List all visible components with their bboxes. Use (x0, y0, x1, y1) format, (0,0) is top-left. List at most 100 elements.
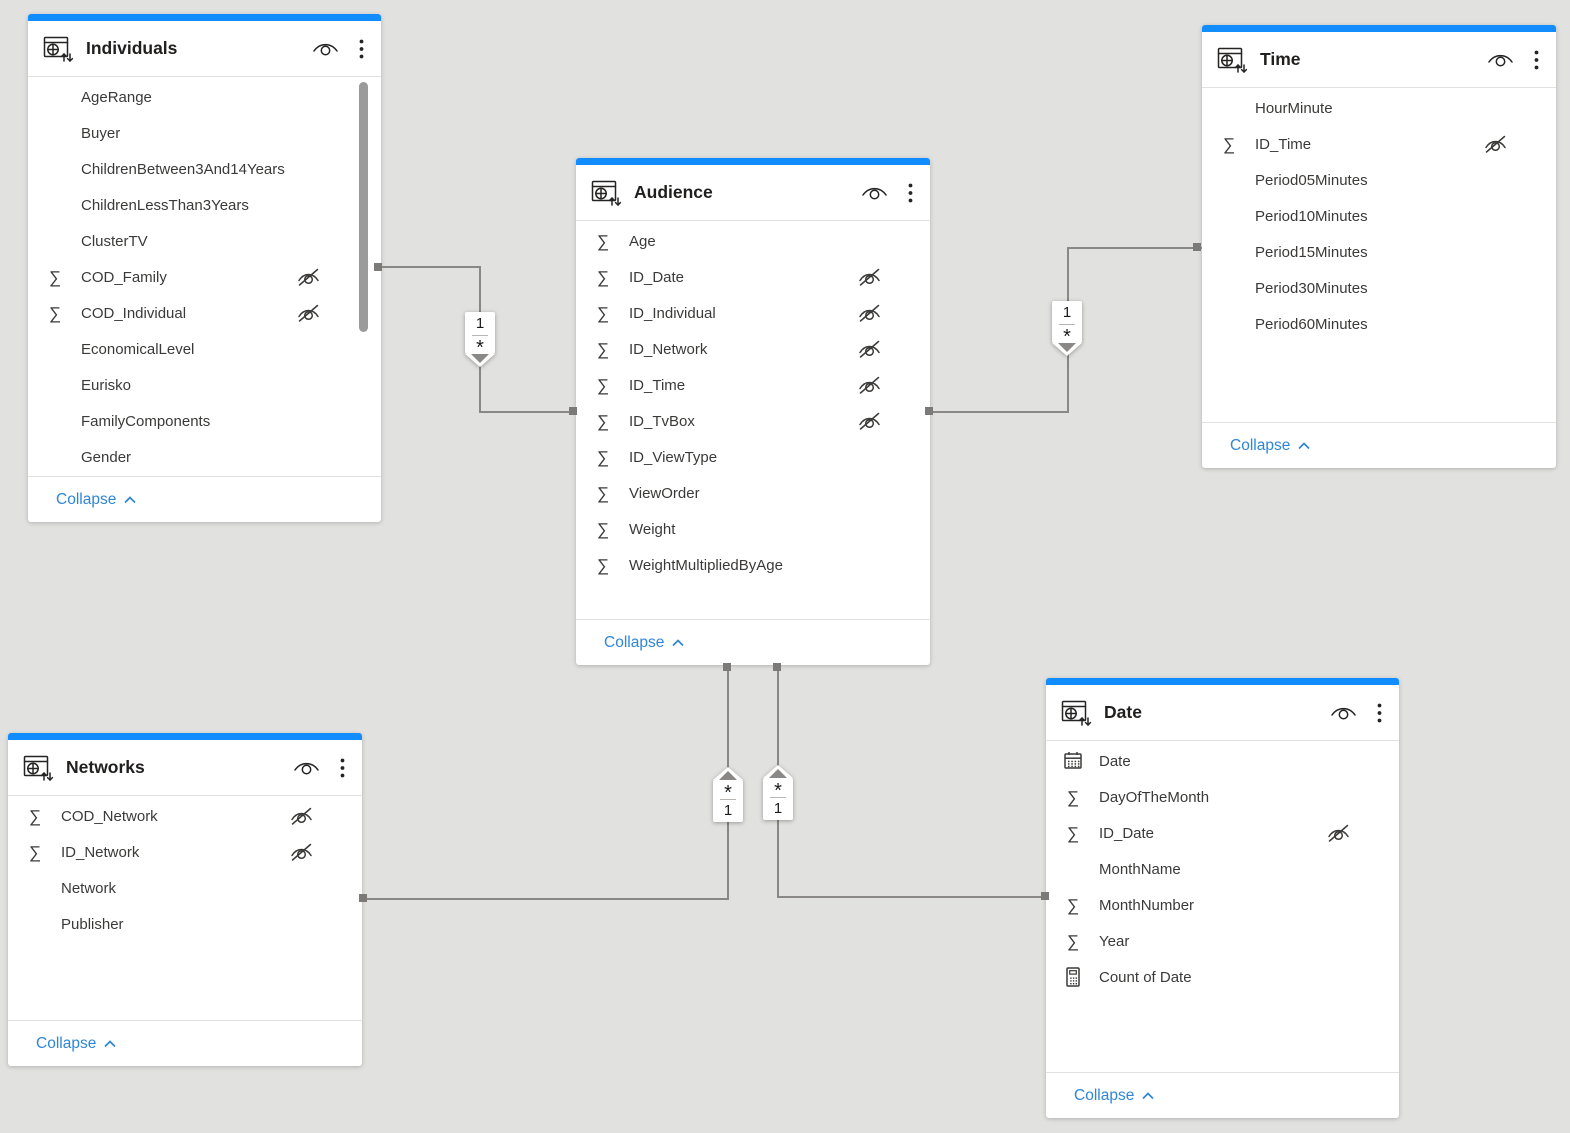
cardinality-badge[interactable]: 1 * (1052, 301, 1082, 356)
cardinality-badge[interactable]: * 1 (713, 767, 743, 822)
relationship-line[interactable] (381, 266, 480, 268)
kebab-glyph (1534, 50, 1539, 69)
field-row[interactable]: FamilyComponents (28, 403, 381, 439)
field-row[interactable]: ChildrenLessThan3Years (28, 187, 381, 223)
field-row[interactable]: ∑COD_Family (28, 259, 381, 295)
visibility-eye-icon[interactable] (861, 184, 888, 201)
field-row[interactable]: ClusterTV (28, 223, 381, 259)
eye-glyph (294, 762, 319, 775)
relationship-line[interactable] (1069, 247, 1202, 249)
collapse-button[interactable]: Collapse (604, 634, 685, 652)
field-row[interactable]: Publisher (8, 906, 362, 942)
field-row[interactable]: ∑ID_Date (1046, 815, 1399, 851)
relationship-endpoint (1193, 243, 1201, 251)
field-row[interactable]: ∑DayOfTheMonth (1046, 779, 1399, 815)
field-row[interactable]: ChildrenBetween3And14Years (28, 151, 381, 187)
field-row[interactable]: ∑ViewOrder (576, 475, 930, 511)
field-name: Period60Minutes (1255, 315, 1368, 333)
hidden-eye-icon (298, 304, 319, 322)
more-options-icon[interactable] (1532, 48, 1541, 72)
sum-icon: ∑ (48, 303, 62, 323)
field-row[interactable]: ∑COD_Network (8, 798, 362, 834)
field-row[interactable]: Period05Minutes (1202, 162, 1556, 198)
field-row[interactable]: MonthName (1046, 851, 1399, 887)
table-header[interactable]: Time (1202, 32, 1556, 88)
collapse-button[interactable]: Collapse (56, 491, 137, 509)
field-row[interactable]: Count of Date (1046, 959, 1399, 995)
more-options-icon[interactable] (906, 181, 915, 205)
sum-icon: ∑ (596, 339, 610, 359)
field-row[interactable]: Period60Minutes (1202, 306, 1556, 342)
field-row[interactable]: ∑COD_Individual (28, 295, 381, 331)
field-row[interactable]: ∑WeightMultipliedByAge (576, 547, 930, 583)
chevron-up-icon (1142, 1092, 1154, 1100)
field-name: Period15Minutes (1255, 243, 1368, 261)
more-options-icon[interactable] (338, 756, 347, 780)
filter-direction-arrow-icon (465, 354, 495, 367)
table-header[interactable]: Individuals (28, 21, 381, 77)
table-card-networks[interactable]: Networks ∑COD_Network ∑ID_Network Networ… (8, 733, 362, 1066)
cardinality-badge[interactable]: * 1 (763, 765, 793, 820)
sum-icon: ∑ (28, 806, 42, 826)
field-row[interactable]: ∑Age (576, 223, 930, 259)
field-row[interactable]: Period15Minutes (1202, 234, 1556, 270)
field-row[interactable]: ∑ MonthNumber (1046, 887, 1399, 923)
field-row[interactable]: ∑ ID_Network (576, 331, 930, 367)
hidden-eye-icon (859, 304, 880, 322)
cardinality-one: 1 (1062, 304, 1072, 321)
visibility-eye-icon[interactable] (1487, 51, 1514, 68)
sum-icon: ∑ (1066, 895, 1080, 915)
field-name: Eurisko (81, 376, 132, 394)
more-options-icon[interactable] (1375, 701, 1384, 725)
more-options-icon[interactable] (357, 37, 366, 61)
visibility-eye-icon[interactable] (293, 759, 320, 776)
field-row[interactable]: Period30Minutes (1202, 270, 1556, 306)
table-card-audience[interactable]: Audience ∑Age∑ID_Date ∑ID_Individual ∑ID… (576, 158, 930, 665)
collapse-button[interactable]: Collapse (1230, 437, 1311, 455)
field-row[interactable]: ∑ID_Individual (576, 295, 930, 331)
visibility-eye-icon[interactable] (312, 40, 339, 57)
field-row[interactable]: HourMinute (1202, 90, 1556, 126)
hidden-eye-icon (1485, 135, 1506, 153)
field-name: MonthNumber (1099, 896, 1195, 914)
collapse-label: Collapse (56, 490, 117, 508)
field-row[interactable]: ∑Year (1046, 923, 1399, 959)
table-header[interactable]: Networks (8, 740, 362, 796)
cardinality-badge[interactable]: 1 * (465, 312, 495, 367)
field-row[interactable]: ∑ID_Date (576, 259, 930, 295)
field-row[interactable]: AgeRange (28, 79, 381, 115)
filter-direction-arrow-icon (763, 765, 793, 778)
field-row[interactable]: Gender (28, 439, 381, 475)
table-header[interactable]: Date (1046, 685, 1399, 741)
fields-scrollbar[interactable] (359, 82, 368, 332)
relationship-line[interactable] (779, 896, 1046, 898)
table-glyph (23, 755, 54, 781)
field-name: ID_Network (629, 340, 708, 358)
table-header[interactable]: Audience (576, 165, 930, 221)
field-row[interactable]: ∑ID_ViewType (576, 439, 930, 475)
collapse-button[interactable]: Collapse (36, 1035, 117, 1053)
field-row[interactable]: ∑ID_Time (576, 367, 930, 403)
field-row[interactable]: ∑Weight (576, 511, 930, 547)
field-row[interactable]: EconomicalLevel (28, 331, 381, 367)
relationship-line[interactable] (363, 898, 729, 900)
field-row[interactable]: Buyer (28, 115, 381, 151)
field-row[interactable]: Date (1046, 743, 1399, 779)
visibility-eye-icon[interactable] (1330, 704, 1357, 721)
field-name: ID_Network (61, 843, 140, 861)
field-row[interactable]: ∑ID_Time (1202, 126, 1556, 162)
sum-icon: ∑ (596, 519, 610, 539)
field-row[interactable]: Eurisko (28, 367, 381, 403)
field-row[interactable]: Network (8, 870, 362, 906)
field-row[interactable]: ∑ID_TvBox (576, 403, 930, 439)
sum-icon: ∑ (596, 483, 610, 503)
table-card-date[interactable]: Date Date∑DayOfTheMonth∑ID_Date MonthNam… (1046, 678, 1399, 1118)
relationship-line[interactable] (481, 411, 576, 413)
relationship-line[interactable] (930, 411, 1069, 413)
field-row[interactable]: ∑ID_Network (8, 834, 362, 870)
collapse-button[interactable]: Collapse (1074, 1087, 1155, 1105)
field-row[interactable]: Period10Minutes (1202, 198, 1556, 234)
